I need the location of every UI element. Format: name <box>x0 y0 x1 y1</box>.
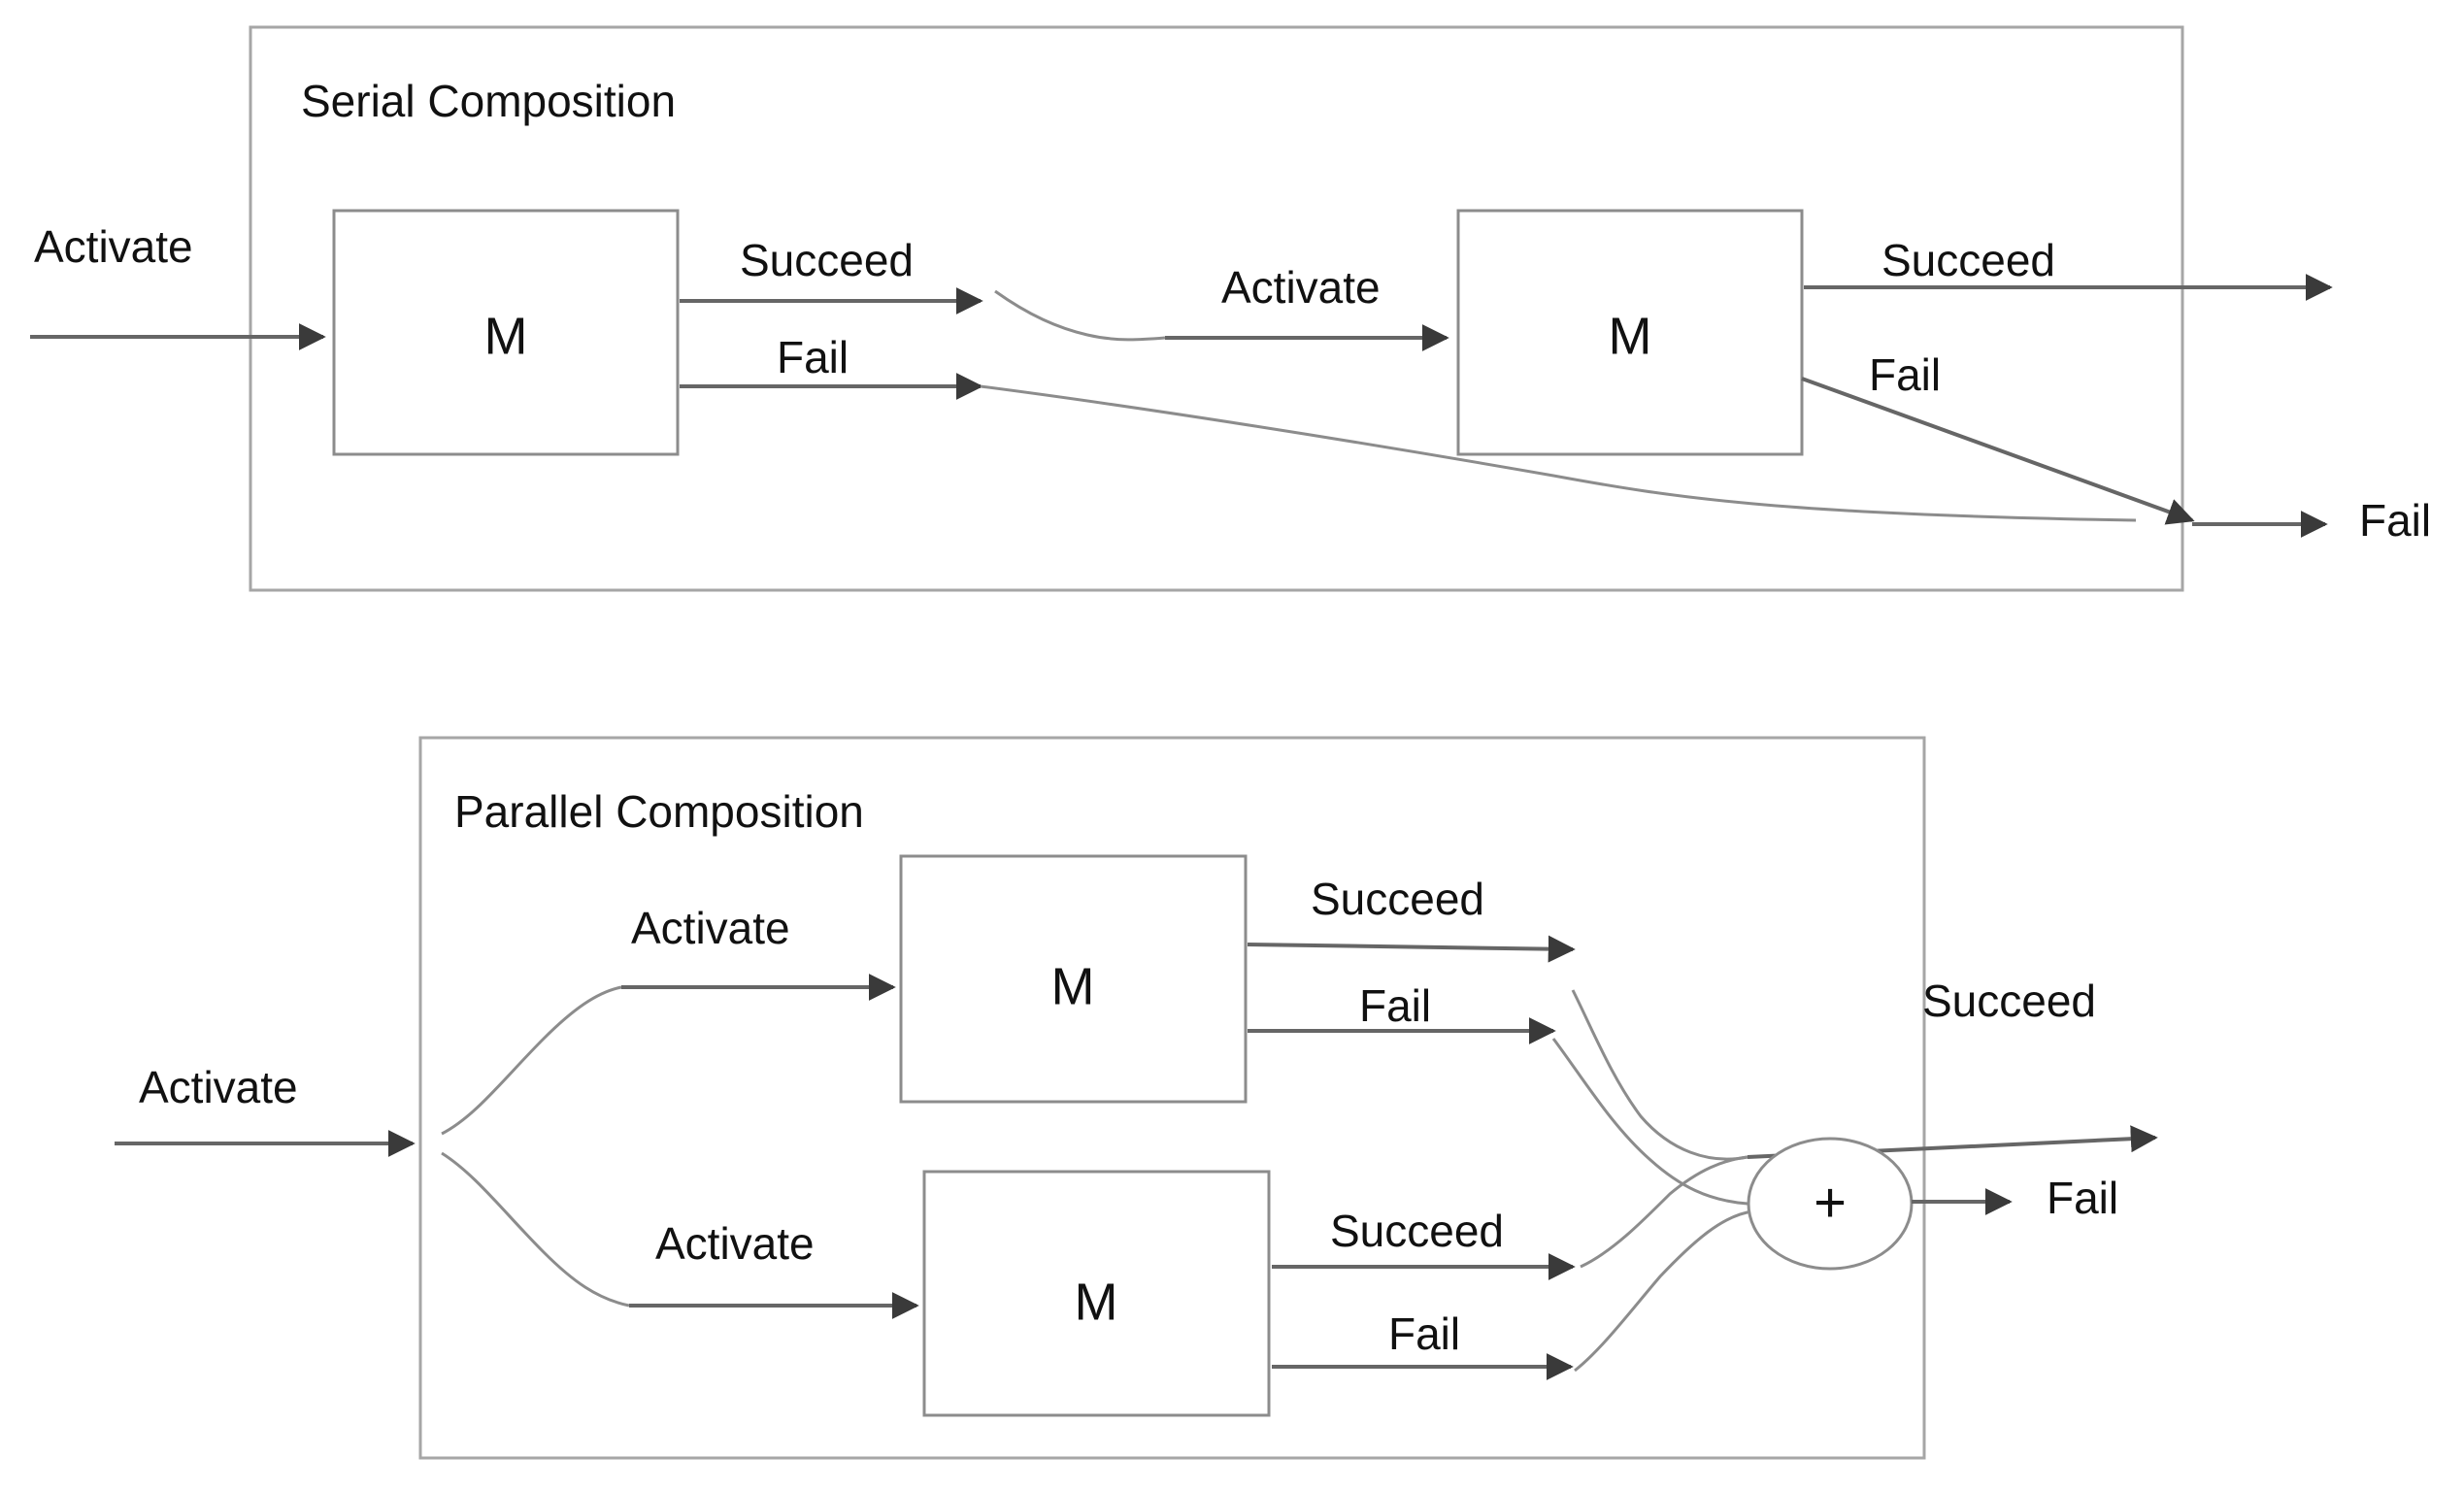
serial-composition-title: Serial Composition <box>301 76 676 126</box>
parallel-fork-lower-connector <box>441 1151 630 1308</box>
serial-module-1-fail-bypass <box>980 384 2137 522</box>
parallel-composition-title: Parallel Composition <box>454 786 864 837</box>
parallel-fork-upper-connector <box>441 985 622 1136</box>
serial-module-1-fail-label: Fail <box>777 332 849 382</box>
serial-module-2-box <box>1456 209 1804 456</box>
parallel-bottom-fail-merge-connector <box>1574 1209 1753 1373</box>
parallel-module-top-succeed-arrow <box>1247 935 1576 963</box>
parallel-top-succeed-merge-connector <box>1571 989 1748 1161</box>
serial-composition-border <box>249 25 2184 592</box>
serial-module-2-fail-arrow <box>1801 377 2195 525</box>
serial-output-fail-label: Fail <box>2359 495 2431 546</box>
parallel-module-top-label: M <box>1051 957 1095 1015</box>
serial-module-1-box <box>332 209 680 456</box>
parallel-branch-top-activate-label: Activate <box>631 903 790 953</box>
serial-input-activate-label: Activate <box>34 221 193 272</box>
parallel-output-succeed-label: Succeed <box>1922 976 2096 1026</box>
serial-module-2-label: M <box>1609 307 1652 365</box>
serial-module-1-label: M <box>484 307 528 365</box>
parallel-composition-border <box>418 736 1926 1460</box>
parallel-module-top-fail-label: Fail <box>1359 980 1431 1031</box>
parallel-composition-group: Parallel Composition Activate Activate M… <box>115 736 2158 1460</box>
serial-module-1-succeed-label: Succeed <box>740 235 914 285</box>
serial-succeed-to-activate-connector <box>994 289 1166 342</box>
parallel-module-top-box <box>899 854 1248 1104</box>
parallel-module-bottom-label: M <box>1075 1273 1118 1331</box>
parallel-module-bottom-fail-label: Fail <box>1388 1308 1460 1359</box>
serial-composition-group: Serial Composition Activate M Succeed Fa… <box>30 25 2431 592</box>
serial-module-2-succeed-label: Succeed <box>1881 235 2055 285</box>
parallel-branch-bottom-activate-label: Activate <box>655 1218 815 1269</box>
parallel-module-bottom-box <box>922 1170 1271 1417</box>
parallel-top-fail-merge-connector <box>1551 1038 1748 1206</box>
parallel-output-fail-label: Fail <box>2047 1173 2118 1223</box>
parallel-input-activate-label: Activate <box>139 1062 298 1112</box>
serial-link-activate-label: Activate <box>1221 262 1381 313</box>
parallel-module-top-succeed-label: Succeed <box>1311 874 1484 924</box>
serial-module-2-fail-label: Fail <box>1869 349 1941 400</box>
parallel-join-plus-label: + <box>1814 1171 1847 1234</box>
parallel-module-bottom-succeed-label: Succeed <box>1330 1206 1504 1256</box>
parallel-bottom-succeed-merge-connector <box>1580 1155 1748 1269</box>
